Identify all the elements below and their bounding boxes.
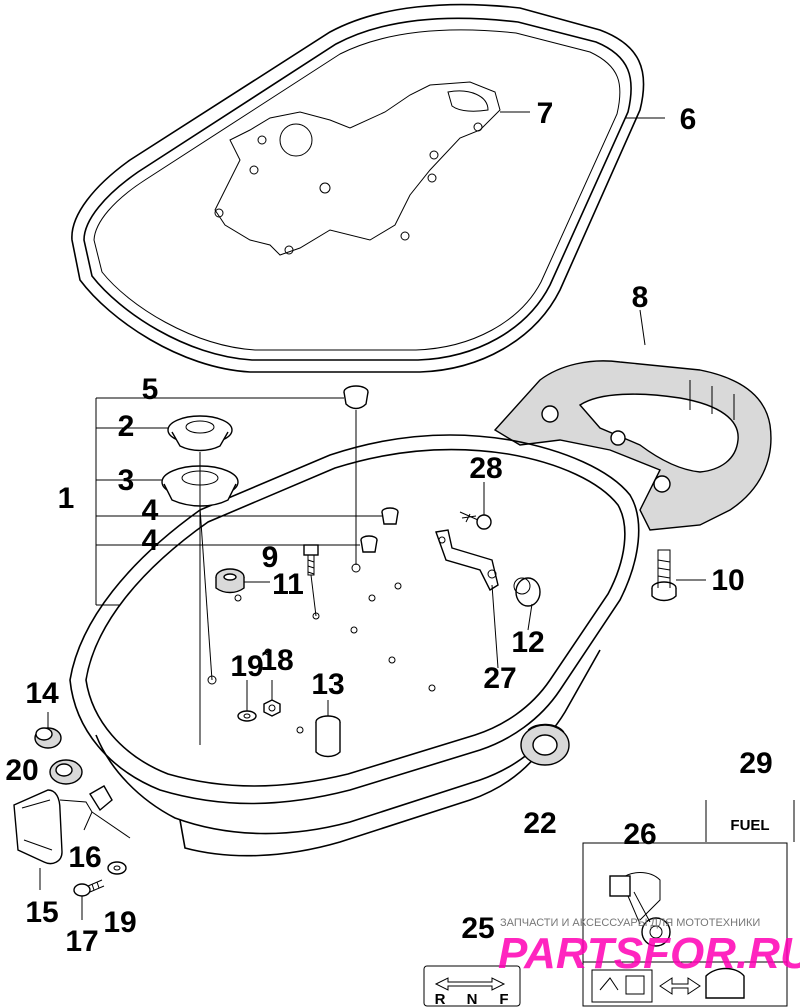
callout-25: 25 [461,912,494,945]
fuel-label: FUEL [730,817,769,834]
shift-label-n: N [467,991,478,1008]
callout-3: 3 [118,464,135,497]
callout-12: 12 [511,626,544,659]
spacer-11 [215,568,270,594]
callout-27: 27 [483,662,516,695]
screw-28 [459,482,492,530]
bolt-9 [303,544,319,617]
callout-29: 29 [739,747,772,780]
callout-20: 20 [5,754,38,787]
callout-14: 14 [25,677,59,710]
callout-7: 7 [537,97,554,130]
washer-19-lower [107,861,127,875]
pin-b [360,535,378,553]
callout-10: 10 [711,564,744,597]
screw-17 [73,879,105,920]
callout-13: 13 [311,668,344,701]
nut-18 [263,680,281,717]
callout-9: 9 [262,541,279,574]
callout-4-upper: 4 [142,494,159,527]
plug-14 [34,712,62,749]
bumper-12 [513,577,541,631]
washer-19-upper [237,680,257,722]
cowl-holes [207,563,436,734]
callout-17: 17 [65,925,98,958]
callout-5: 5 [142,373,159,406]
pin-a [381,507,399,525]
callout-19-upper: 19 [230,650,263,683]
shift-label-r: R [435,991,446,1008]
operation-decal [582,842,788,1007]
callout-19-lower: 19 [103,906,136,939]
plug-cap [343,385,369,410]
callout-28: 28 [469,452,502,485]
callout-4-lower: 4 [142,524,159,557]
callout-6: 6 [680,103,697,136]
carry-handle [493,309,772,531]
callout-16: 16 [68,841,101,874]
watermark-brand: PARTSFOR.RU [498,929,800,978]
bracket-16 [59,785,131,839]
shift-decal: R N F [423,965,521,1008]
bracket-27 [435,529,499,592]
watermark-text: ЗАПЧАСТИ И АКСЕССУАРЫ ДЛЯ МОТОТЕХНИКИ [500,917,760,929]
callout-1: 1 [58,482,75,515]
grommet-upper [167,415,233,452]
grommet-22 [520,723,570,766]
cowl-gasket [214,81,501,256]
upper-cowl-seal [71,3,645,373]
callout-18: 18 [260,644,293,677]
shift-label-f: F [499,991,508,1008]
callout-11: 11 [272,568,304,601]
plug-13 [315,700,341,758]
stud-10 [651,549,706,602]
fuel-decal: FUEL [705,800,795,842]
grommet-20 [49,759,83,785]
callout-15: 15 [25,896,58,929]
callout-22: 22 [523,807,556,840]
callout-8: 8 [632,281,649,314]
callout-26: 26 [623,818,656,851]
callout-2: 2 [118,410,135,443]
lever-15 [13,789,63,890]
